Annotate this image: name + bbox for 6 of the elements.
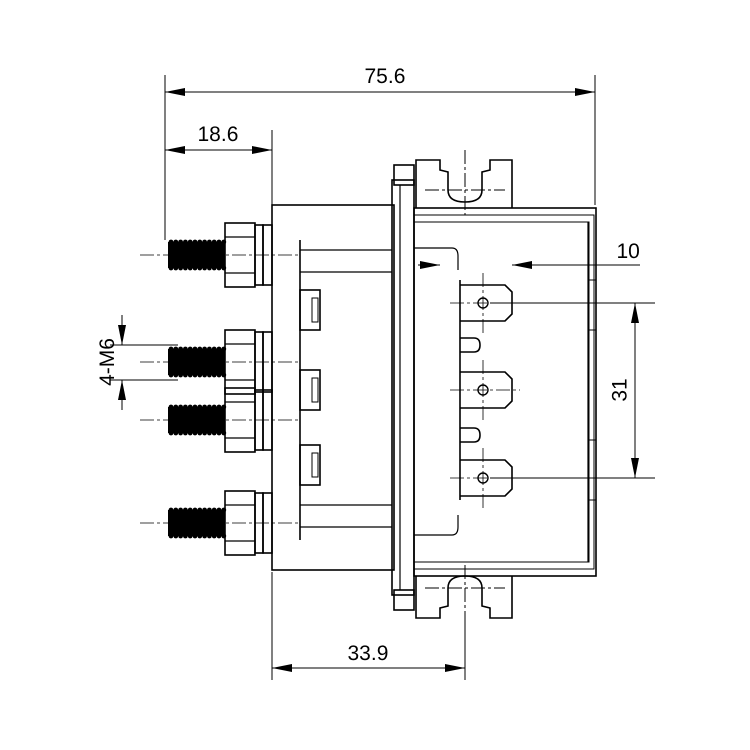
- dimension-label: 18.6: [198, 124, 238, 146]
- dimension-label: 33.9: [348, 643, 388, 665]
- dimension-label: 75.6: [364, 66, 406, 88]
- dimension-label: 4-M6: [96, 338, 119, 386]
- dimension-label: 31: [609, 378, 632, 402]
- dimension-label: 10: [616, 241, 640, 263]
